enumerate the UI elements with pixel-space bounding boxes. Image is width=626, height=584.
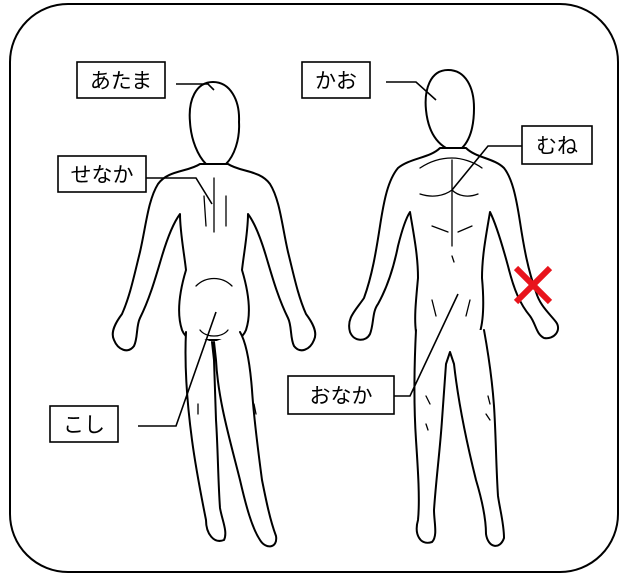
leader-front-belly [394, 293, 459, 397]
label-back-back-text: せなか [71, 163, 134, 187]
leader-back-head [176, 83, 215, 91]
back-legs-shape [184, 331, 278, 548]
label-front-belly: おなか [287, 375, 395, 415]
front-legs-shape [413, 329, 505, 547]
leader-front-chest [451, 145, 522, 191]
label-front-chest: むね [521, 125, 593, 165]
label-front-belly-text: おなか [310, 384, 373, 408]
back-head-shape [188, 81, 241, 165]
label-back-back: せなか [57, 155, 147, 193]
red-x-mark-icon [513, 265, 553, 305]
back-figure [111, 81, 317, 548]
label-front-face: かお [301, 61, 371, 99]
leader-front-face [386, 81, 437, 101]
label-back-head: あたま [76, 61, 166, 99]
leader-back-back [146, 177, 213, 205]
front-figure [348, 69, 560, 547]
leader-back-waist [138, 311, 217, 427]
label-back-waist: こし [49, 405, 119, 443]
label-back-head-text: あたま [90, 69, 152, 93]
label-front-chest-text: むね [536, 134, 578, 158]
label-back-waist-text: こし [63, 413, 105, 437]
label-front-face-text: かお [315, 69, 357, 93]
